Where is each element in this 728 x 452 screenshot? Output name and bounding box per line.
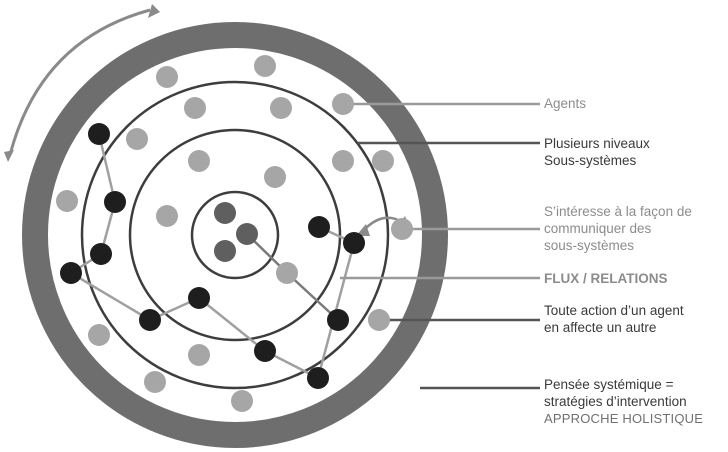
agent xyxy=(188,344,210,366)
agent xyxy=(308,216,330,238)
label-agents: Agents xyxy=(544,95,586,112)
agent xyxy=(156,205,178,227)
label-action-line1: Toute action d’un agent xyxy=(544,303,684,318)
agent xyxy=(88,123,110,145)
ring-level-1 xyxy=(190,190,280,280)
agent xyxy=(214,240,236,262)
agent xyxy=(188,150,210,172)
relation-links xyxy=(70,133,356,380)
ring-level-3 xyxy=(80,80,390,390)
label-flux: FLUX / RELATIONS xyxy=(544,270,668,287)
label-pensee-line1: Pensée systémique = xyxy=(544,377,674,392)
agent xyxy=(144,371,166,393)
agent xyxy=(327,309,349,331)
agent xyxy=(332,150,354,172)
agents-core xyxy=(214,202,258,262)
label-pensee-line2: stratégies d’intervention xyxy=(544,394,687,409)
agent xyxy=(231,390,253,412)
agent xyxy=(139,309,161,331)
label-pensee: Pensée systémique = stratégies d’interve… xyxy=(544,376,703,427)
label-levels: Plusieurs niveaux Sous-systèmes xyxy=(544,135,650,169)
agent xyxy=(270,97,292,119)
label-interest-line2: communiquer des xyxy=(544,221,652,236)
agent xyxy=(264,166,286,188)
label-action: Toute action d’un agent en affecte un au… xyxy=(544,302,684,336)
agent xyxy=(343,232,365,254)
agents-dark xyxy=(60,123,365,389)
label-holistic: APPROCHE HOLISTIQUE xyxy=(544,411,704,426)
agent xyxy=(214,202,236,224)
agent xyxy=(372,150,394,172)
agent xyxy=(254,55,276,77)
label-interest-line1: S’intéresse à la façon de xyxy=(544,204,692,219)
label-agents-text: Agents xyxy=(544,96,587,111)
label-action-line2: en affecte un autre xyxy=(544,320,657,335)
agent xyxy=(88,324,110,346)
agent xyxy=(332,93,354,115)
agent xyxy=(56,190,78,212)
agent xyxy=(156,66,178,88)
agent xyxy=(184,97,206,119)
agent xyxy=(104,191,126,213)
label-interest: S’intéresse à la façon de communiquer de… xyxy=(544,203,692,254)
agent xyxy=(90,243,112,265)
ring-level-2 xyxy=(128,128,342,342)
agent xyxy=(188,287,210,309)
label-levels-line1: Plusieurs niveaux xyxy=(544,136,650,151)
label-interest-line3: sous-systèmes xyxy=(544,238,635,253)
rotation-arrow-icon xyxy=(4,4,160,162)
label-levels-line2: Sous-systèmes xyxy=(544,153,637,168)
agent xyxy=(254,340,276,362)
agent xyxy=(276,262,298,284)
agent xyxy=(60,262,82,284)
agent xyxy=(391,218,413,240)
agent xyxy=(236,223,258,245)
agent xyxy=(307,367,329,389)
label-flux-text: FLUX / RELATIONS xyxy=(544,271,668,286)
agents-grey xyxy=(56,55,413,412)
agent xyxy=(126,128,148,150)
agent xyxy=(368,309,390,331)
label-connectors xyxy=(340,102,540,390)
outer-ring xyxy=(22,22,448,448)
